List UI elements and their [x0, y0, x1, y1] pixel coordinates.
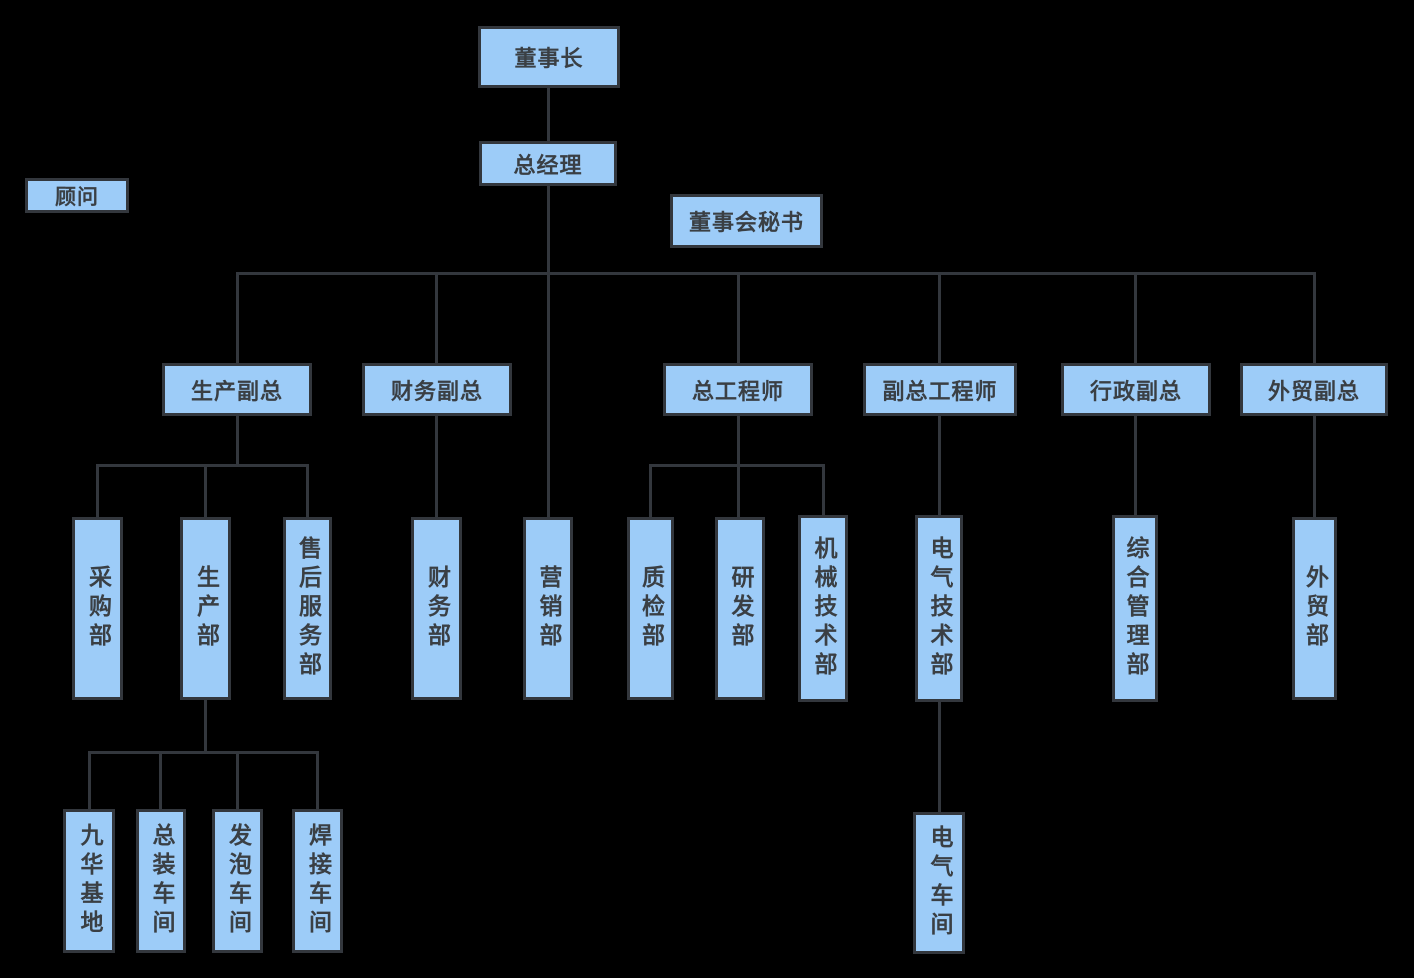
connector-production-dept-stem — [204, 700, 207, 753]
connector-gm-trunk — [547, 186, 550, 517]
connector-drop-chief-engineer — [737, 272, 740, 363]
node-finance-dept: 财务部 — [411, 517, 462, 700]
connector-drop-finance-vp — [435, 272, 438, 363]
node-production-vp: 生产副总 — [162, 363, 312, 416]
node-finance-vp: 财务副总 — [362, 363, 512, 416]
connector-drop-procurement — [96, 464, 99, 517]
connector-drop-after-sales — [306, 464, 309, 517]
node-general-mgmt-dept: 综合管理部 — [1112, 515, 1158, 702]
connector-admin-vp-general-mgmt — [1134, 416, 1137, 517]
node-rd-dept: 研发部 — [715, 517, 765, 700]
connector-drop-deputy-chief — [938, 272, 941, 363]
node-chairman: 董事长 — [478, 26, 620, 88]
node-foreign-trade-dept: 外贸部 — [1292, 517, 1337, 700]
connector-drop-quality — [649, 464, 652, 517]
node-procurement-dept: 采购部 — [72, 517, 123, 700]
connector-electrical-tech-workshop — [938, 700, 941, 812]
node-admin-vp: 行政副总 — [1061, 363, 1211, 416]
connector-drop-welding — [316, 751, 319, 809]
node-foreign-trade-vp: 外贸副总 — [1240, 363, 1388, 416]
connector-drop-admin-vp — [1134, 272, 1137, 363]
connector-drop-mechanical — [822, 464, 825, 517]
node-after-sales-dept: 售后服务部 — [283, 517, 332, 700]
connector-drop-production-dept — [204, 464, 207, 517]
connector-production-vp-horizontal — [96, 464, 309, 467]
node-chief-engineer: 总工程师 — [663, 363, 813, 416]
node-production-dept: 生产部 — [180, 517, 231, 700]
node-quality-dept: 质检部 — [627, 517, 674, 700]
node-electrical-tech-dept: 电气技术部 — [915, 515, 963, 702]
connector-chief-engineer-stem — [737, 416, 740, 466]
node-advisor: 顾问 — [25, 178, 129, 213]
connector-chairman-gm — [547, 88, 550, 141]
node-general-manager: 总经理 — [479, 141, 617, 186]
connector-drop-rd — [737, 464, 740, 517]
node-foaming-workshop: 发泡车间 — [212, 809, 263, 953]
connector-drop-foaming — [236, 751, 239, 809]
node-electrical-workshop: 电气车间 — [913, 812, 965, 954]
node-jiuhua-base: 九华基地 — [63, 809, 115, 953]
node-welding-workshop: 焊接车间 — [292, 809, 343, 953]
node-deputy-chief-engineer: 副总工程师 — [863, 363, 1017, 416]
connector-drop-production-vp — [236, 272, 239, 363]
node-board-secretary: 董事会秘书 — [670, 194, 823, 248]
node-marketing-dept: 营销部 — [523, 517, 573, 700]
connector-workshops-horizontal — [88, 751, 319, 754]
connector-drop-assembly — [159, 751, 162, 809]
connector-drop-foreign-trade-vp — [1313, 272, 1316, 363]
connector-drop-jiuhua — [88, 751, 91, 809]
connector-finance-vp-finance-dept — [435, 416, 438, 517]
connector-foreign-trade-vp-dept — [1313, 416, 1316, 517]
connector-deputy-chief-electrical — [938, 416, 941, 517]
node-assembly-workshop: 总装车间 — [136, 809, 186, 953]
connector-production-vp-stem — [236, 416, 239, 466]
node-mechanical-tech-dept: 机械技术部 — [798, 515, 848, 702]
connector-main-horizontal — [236, 272, 1316, 275]
